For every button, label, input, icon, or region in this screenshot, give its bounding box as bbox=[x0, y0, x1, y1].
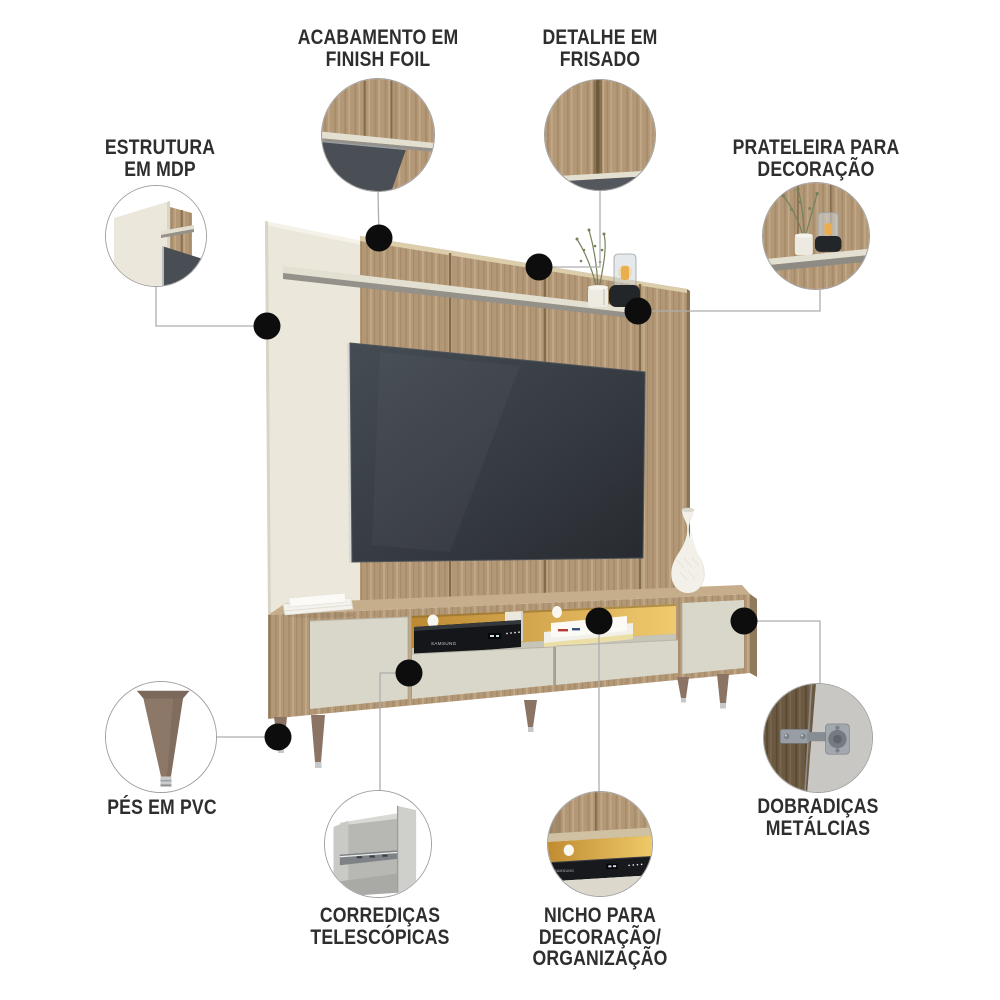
dot-dobradicas bbox=[730, 607, 758, 635]
label-line: PÉS EM PVC bbox=[107, 796, 217, 819]
label-line: NICHO PARA bbox=[543, 904, 657, 927]
decor-vase bbox=[671, 507, 705, 593]
callout-circle-acabamento bbox=[321, 78, 435, 192]
label-line: TELESCÓPICAS bbox=[310, 925, 450, 949]
hinge bbox=[779, 723, 850, 755]
dot-acabamento bbox=[365, 224, 393, 252]
tv bbox=[347, 342, 646, 563]
legs bbox=[274, 674, 729, 768]
cabinet-top bbox=[268, 585, 750, 615]
label-line: ESTRUTURA bbox=[104, 136, 216, 159]
tv-stand-cabinet: SAMSUNG bbox=[268, 507, 757, 719]
drawer-right bbox=[556, 640, 678, 685]
label-line: DETALHE EM bbox=[542, 26, 658, 49]
device-brand-text: SAMSUNG bbox=[554, 869, 574, 873]
dot-prateleira bbox=[624, 297, 652, 325]
cable-hole bbox=[552, 606, 562, 618]
connector-estrutura bbox=[155, 287, 267, 327]
connector-dobradicas bbox=[744, 620, 821, 683]
callout-circle-dobradicas bbox=[763, 683, 873, 793]
tv-screen bbox=[349, 342, 646, 563]
cabinet-right-side bbox=[750, 594, 757, 677]
connector-prateleira bbox=[638, 290, 821, 312]
dot-pes bbox=[264, 723, 292, 751]
label-line: FRISADO bbox=[559, 47, 641, 71]
wall-shelf bbox=[283, 266, 640, 319]
dot-corredicas bbox=[395, 659, 423, 687]
label-line: DECORAÇÃO bbox=[757, 157, 875, 181]
dot-nicho bbox=[585, 607, 613, 635]
label-line: DOBRADIÇAS bbox=[757, 795, 879, 818]
label-detalhe: DETALHE EM FRISADO bbox=[542, 27, 657, 70]
label-estrutura: ESTRUTURA EM MDP bbox=[105, 137, 215, 180]
label-corredicas: CORREDIÇAS TELESCÓPICAS bbox=[310, 905, 449, 948]
cabinet-left-door bbox=[310, 617, 408, 709]
cable-hole bbox=[427, 614, 439, 628]
callout-circle-corredicas bbox=[324, 790, 432, 898]
label-nicho: NICHO PARA DECORAÇÃO/ ORGANIZAÇÃO bbox=[532, 905, 667, 970]
label-line: CORREDIÇAS bbox=[319, 904, 441, 927]
cabinet-right-door bbox=[682, 600, 744, 674]
callout-circle-detalhe bbox=[544, 79, 656, 191]
label-dobradicas: DOBRADIÇAS METÁLCIAS bbox=[757, 796, 878, 839]
label-line: ORGANIZAÇÃO bbox=[532, 947, 668, 970]
label-pes: PÉS EM PVC bbox=[107, 797, 217, 819]
decor-plant bbox=[575, 228, 608, 307]
label-prateleira: PRATELEIRA PARA DECORAÇÃO bbox=[733, 137, 900, 180]
label-line: ACABAMENTO EM bbox=[297, 26, 459, 49]
dot-detalhe bbox=[525, 253, 553, 281]
media-device: SAMSUNG bbox=[414, 620, 521, 656]
label-line: PRATELEIRA PARA bbox=[732, 136, 900, 159]
label-line: EM MDP bbox=[124, 157, 196, 181]
label-line: FINISH FOIL bbox=[325, 47, 431, 71]
callout-circle-nicho: SAMSUNG bbox=[547, 791, 653, 897]
connector-detalhe bbox=[539, 191, 601, 268]
connector-lines bbox=[155, 191, 821, 791]
dot-estrutura bbox=[253, 312, 281, 340]
callout-circle-prateleira bbox=[762, 182, 870, 290]
connector-dots bbox=[253, 224, 758, 751]
callout-circle-pes bbox=[105, 681, 217, 793]
label-line: METÁLCIAS bbox=[765, 816, 871, 840]
device-brand-text: SAMSUNG bbox=[431, 641, 457, 646]
top-books bbox=[282, 592, 354, 618]
drawer-left bbox=[412, 647, 553, 699]
label-line: DECORAÇÃO/ bbox=[538, 925, 662, 949]
callout-circle-estrutura bbox=[105, 185, 207, 287]
label-acabamento: ACABAMENTO EM FINISH FOIL bbox=[298, 27, 459, 70]
